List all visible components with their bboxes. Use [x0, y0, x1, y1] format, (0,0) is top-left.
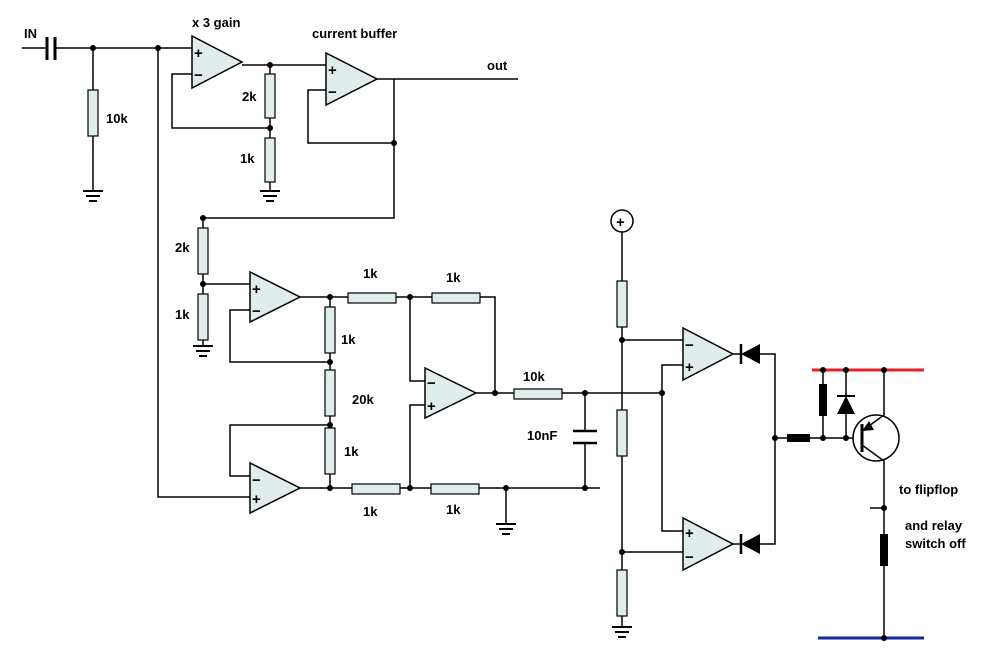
resistor-div-2k-label: 2k — [175, 240, 190, 255]
resistor-div-2k — [197, 227, 209, 275]
transistor-pnp — [852, 414, 900, 462]
opamp-ina-bot-plus: + — [252, 491, 261, 508]
opamp-buffer — [325, 51, 379, 107]
buffer-label: current buffer — [312, 26, 397, 41]
opamp-diff — [424, 366, 478, 420]
diode-comp-top — [739, 344, 760, 364]
resistor-ref-top — [616, 280, 628, 328]
resistor-ref-bot — [616, 569, 628, 617]
supply-plus: + — [616, 214, 625, 231]
opamp-buffer-minus: − — [328, 84, 337, 101]
resistor-load — [880, 534, 888, 566]
resistor-diff-in-bot-label: 1k — [363, 504, 378, 519]
opamp-ina-top-minus: − — [252, 303, 261, 320]
opamp-comp-top-plus: + — [685, 359, 694, 376]
opamp-comp-bot — [682, 516, 735, 572]
opamp-ina-bot-minus: − — [252, 472, 261, 489]
resistor-diff-fb — [431, 292, 481, 304]
opamp-diff-minus: − — [427, 375, 436, 392]
opamp-gain-plus: + — [194, 45, 203, 62]
opamp-comp-bot-minus: − — [685, 549, 694, 566]
resistor-diff-gnd-label: 1k — [446, 502, 461, 517]
resistor-bias — [819, 384, 827, 416]
divider-section: 2k 1k — [175, 215, 250, 357]
resistor-ina-20k — [324, 369, 336, 417]
resistor-ina-20k-label: 20k — [352, 392, 374, 407]
resistor-ina-1k-bot — [324, 427, 336, 475]
opamp-comp-top — [682, 326, 735, 382]
difference-stage: 1k 1k − + 1k 1k — [347, 266, 600, 535]
resistor-diff-in-top — [347, 292, 397, 304]
opamp-diff-plus: + — [427, 398, 436, 415]
resistor-ina-1k-top — [324, 306, 336, 354]
gain-label: x 3 gain — [192, 15, 240, 30]
opamp-buffer-plus: + — [328, 62, 337, 79]
resistor-gain-2k — [264, 73, 276, 119]
diode-comp-bot — [739, 534, 760, 554]
ground-diff — [496, 523, 516, 535]
window-comparator: + − + + − — [610, 209, 787, 638]
opamp-ina-top — [249, 270, 302, 324]
ina-input-stage: + − − + 1k 20k 1k — [229, 270, 374, 515]
capacitor-filter — [573, 429, 597, 445]
opamp-comp-bot-plus: + — [685, 525, 694, 542]
capacitor-filter-label: 10nF — [527, 428, 557, 443]
gain-stage: x 3 gain + − 2k 1k — [171, 15, 330, 202]
opamp-gain — [191, 34, 244, 90]
filter-section: 10k 10nF — [513, 369, 662, 491]
resistor-ina-1k-top-label: 1k — [341, 332, 356, 347]
output-label: out — [487, 58, 508, 73]
opamp-ina-top-plus: + — [252, 281, 261, 298]
resistor-gain-1k — [264, 137, 276, 183]
resistor-gain-2k-label: 2k — [242, 89, 257, 104]
input-section: IN 10k — [22, 26, 250, 498]
ground-ref — [612, 626, 632, 638]
resistor-diff-in-top-label: 1k — [363, 266, 378, 281]
opamp-gain-minus: − — [194, 67, 203, 84]
resistor-div-1k-label: 1k — [175, 307, 190, 322]
relay-label-line1: and relay — [905, 518, 963, 533]
transistor-stage: to flipflop and relay switch off — [787, 367, 966, 641]
resistor-filter-label: 10k — [523, 369, 545, 384]
resistor-filter-10k — [513, 388, 563, 400]
buffer-stage: current buffer + − out — [203, 26, 518, 219]
resistor-gain-1k-label: 1k — [240, 151, 255, 166]
input-label: IN — [24, 26, 37, 41]
resistor-input-label: 10k — [106, 111, 128, 126]
opamp-comp-top-minus: − — [685, 337, 694, 354]
resistor-diff-in-bot — [351, 483, 401, 495]
resistor-base — [787, 434, 810, 442]
input-capacitor — [45, 37, 57, 60]
ground-divider — [193, 345, 213, 357]
opamp-ina-bot — [249, 461, 302, 515]
ground-gain — [260, 190, 280, 202]
zener-diode — [837, 395, 855, 414]
resistor-ina-1k-bot-label: 1k — [344, 444, 359, 459]
flipflop-label: to flipflop — [899, 482, 958, 497]
resistor-diff-gnd — [430, 483, 480, 495]
resistor-div-1k — [197, 293, 209, 341]
resistor-ref-mid — [616, 409, 628, 457]
ground-input — [83, 190, 103, 202]
resistor-input-10k — [87, 89, 99, 137]
resistor-diff-fb-label: 1k — [446, 270, 461, 285]
relay-label-line2: switch off — [905, 536, 966, 551]
